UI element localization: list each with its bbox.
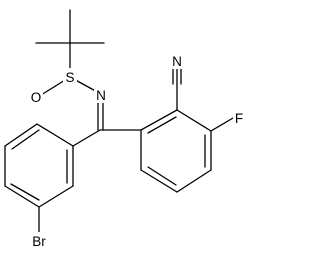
atom-oxygen: O: [29, 88, 43, 105]
atom-sulfur: S: [63, 68, 77, 85]
aromatic-inner-bond: [147, 116, 177, 134]
aromatic-inner-bond: [11, 129, 40, 150]
atom-label-oxygen: O: [31, 90, 42, 105]
atom-label-sulfur: S: [65, 70, 74, 85]
bond-c-left-ring: [72, 129, 101, 147]
molecule-structure: S O N N F Br: [4, 9, 246, 249]
tert-butyl-group: [35, 9, 105, 77]
bromophenyl-ring: [4, 123, 74, 208]
atom-fluorine: F: [233, 109, 246, 126]
atom-nitrogen-imine: N: [94, 86, 109, 103]
bond-c-f: [210, 117, 234, 132]
atom-nitrogen-nitrile: N: [170, 52, 185, 69]
atom-label-nitrogen-imine: N: [96, 88, 106, 103]
atom-label-bromine: Br: [32, 234, 46, 249]
aromatic-inner-bond: [147, 166, 177, 186]
aromatic-inner-bond: [10, 183, 40, 201]
atom-label-fluorine: F: [235, 111, 243, 126]
fluorobenzonitrile-ring: [140, 109, 212, 193]
atom-label-nitrogen-nitrile: N: [172, 54, 182, 69]
atom-bromine: Br: [29, 232, 50, 249]
